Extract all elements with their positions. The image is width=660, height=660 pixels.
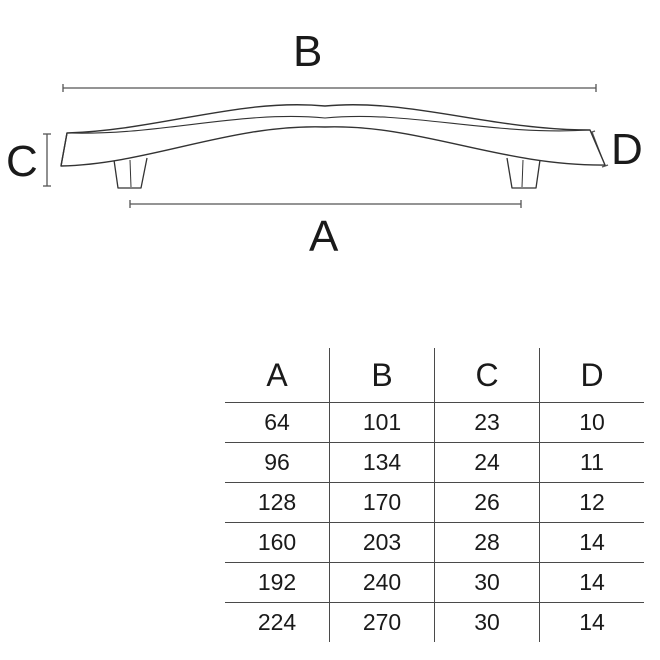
table-cell: 64 <box>225 402 330 443</box>
handle-leg-left <box>113 157 148 189</box>
table-cell: 128 <box>225 482 330 523</box>
table-header: A <box>225 348 330 403</box>
table-header: B <box>329 348 435 403</box>
table-cell: 26 <box>434 482 540 523</box>
table-header: D <box>539 348 644 403</box>
dimension-label-a: A <box>309 212 339 261</box>
table-cell: 24 <box>434 442 540 483</box>
table-cell: 101 <box>329 402 435 443</box>
table-cell: 14 <box>539 602 644 642</box>
table-cell: 14 <box>539 562 644 603</box>
table-cell: 28 <box>434 522 540 563</box>
table-row: 128 170 26 12 <box>225 482 644 523</box>
handle-drawing <box>43 84 609 208</box>
table-row: 96 134 24 11 <box>225 442 644 483</box>
table-header-row: A B C D <box>225 348 644 403</box>
table-cell: 30 <box>434 602 540 642</box>
table-cell: 14 <box>539 522 644 563</box>
table-row: 192 240 30 14 <box>225 562 644 603</box>
dimension-tick-d-bottom <box>601 164 609 168</box>
table-cell: 11 <box>539 442 644 483</box>
table-cell: 12 <box>539 482 644 523</box>
handle-body <box>60 104 606 167</box>
table-cell: 203 <box>329 522 435 563</box>
table-cell: 170 <box>329 482 435 523</box>
table-cell: 10 <box>539 402 644 443</box>
table-cell: 240 <box>329 562 435 603</box>
table-cell: 224 <box>257 609 297 635</box>
table-cell: 23 <box>434 402 540 443</box>
table-row: 64 101 23 10 <box>225 402 644 443</box>
table-cell: 192 <box>225 562 330 603</box>
table-cell: 270 <box>329 602 435 642</box>
table-row: 224 270 30 14 <box>225 602 644 642</box>
table-row: 160 203 28 14 <box>225 522 644 563</box>
dimension-label-c: C <box>6 137 38 186</box>
dimension-label-b: B <box>293 27 323 76</box>
handle-leg-right <box>506 157 541 189</box>
table-cell: 96 <box>225 442 330 483</box>
table-cell: 160 <box>225 522 330 563</box>
dimension-label-d: D <box>611 125 643 174</box>
table-cell: 30 <box>434 562 540 603</box>
table-cell: 134 <box>329 442 435 483</box>
dimensions-table: A B C D 64 101 23 10 96 134 24 11 128 17… <box>225 348 644 642</box>
table-header: C <box>434 348 540 403</box>
